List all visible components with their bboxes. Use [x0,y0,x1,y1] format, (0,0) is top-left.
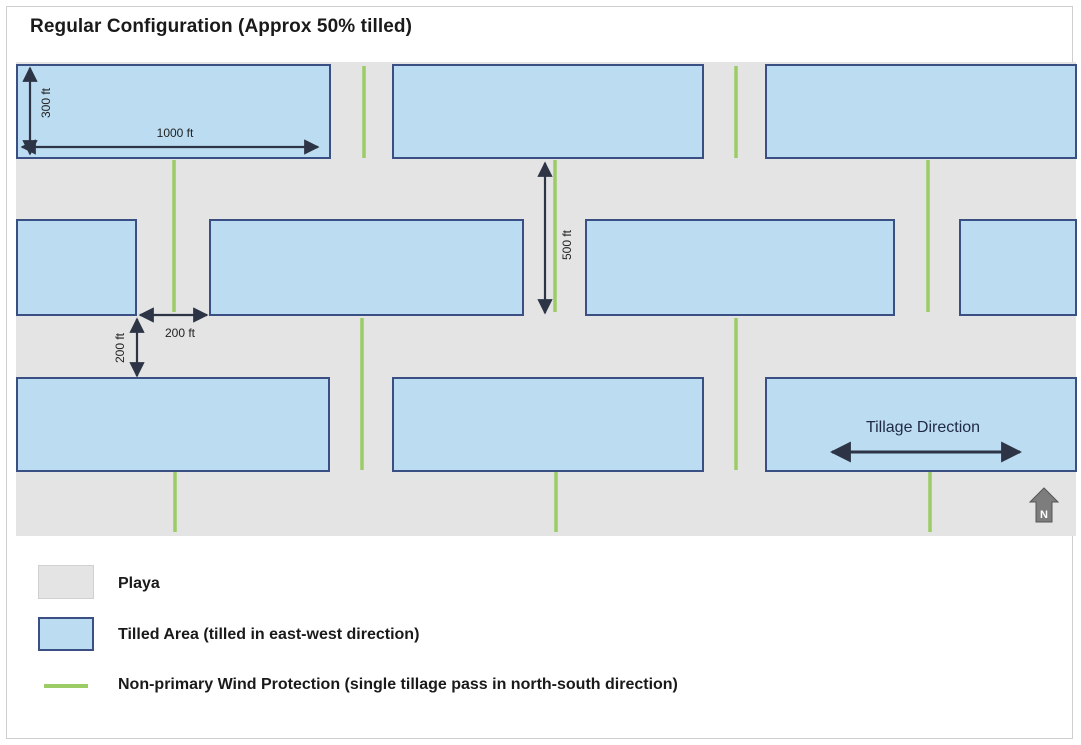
tillage-direction-label: Tillage Direction [866,419,980,436]
tilled-plot [392,377,704,472]
tilled-plot [16,377,330,472]
north-arrow-icon: N [1028,487,1060,523]
wind-protection-lines [172,66,932,532]
north-label: N [1040,509,1048,521]
label-200ft-vertical: 200 ft [113,332,127,363]
label-500ft: 500 ft [560,229,574,260]
tilled-plot [392,64,704,159]
label-300ft: 300 ft [39,87,53,118]
label-1000ft: 1000 ft [157,126,194,140]
legend-swatch-wind-protection [44,684,88,688]
label-200ft-horizontal: 200 ft [165,326,196,340]
tilled-plot [765,64,1077,159]
tilled-plot [959,219,1077,316]
legend-swatch-tilled [38,617,94,651]
tilled-areas [16,64,1077,472]
dimension-arrows [20,66,1023,463]
legend-swatch-playa [38,565,94,599]
tilled-plot [209,219,524,316]
tilled-plot [16,219,137,316]
tilled-plot [585,219,895,316]
legend-label-wind-protection: Non-primary Wind Protection (single till… [118,676,678,693]
legend-label-playa: Playa [118,575,160,592]
figure-title: Regular Configuration (Approx 50% tilled… [30,16,413,37]
legend-label-tilled: Tilled Area (tilled in east-west directi… [118,626,420,643]
tilled-plot [16,64,331,159]
